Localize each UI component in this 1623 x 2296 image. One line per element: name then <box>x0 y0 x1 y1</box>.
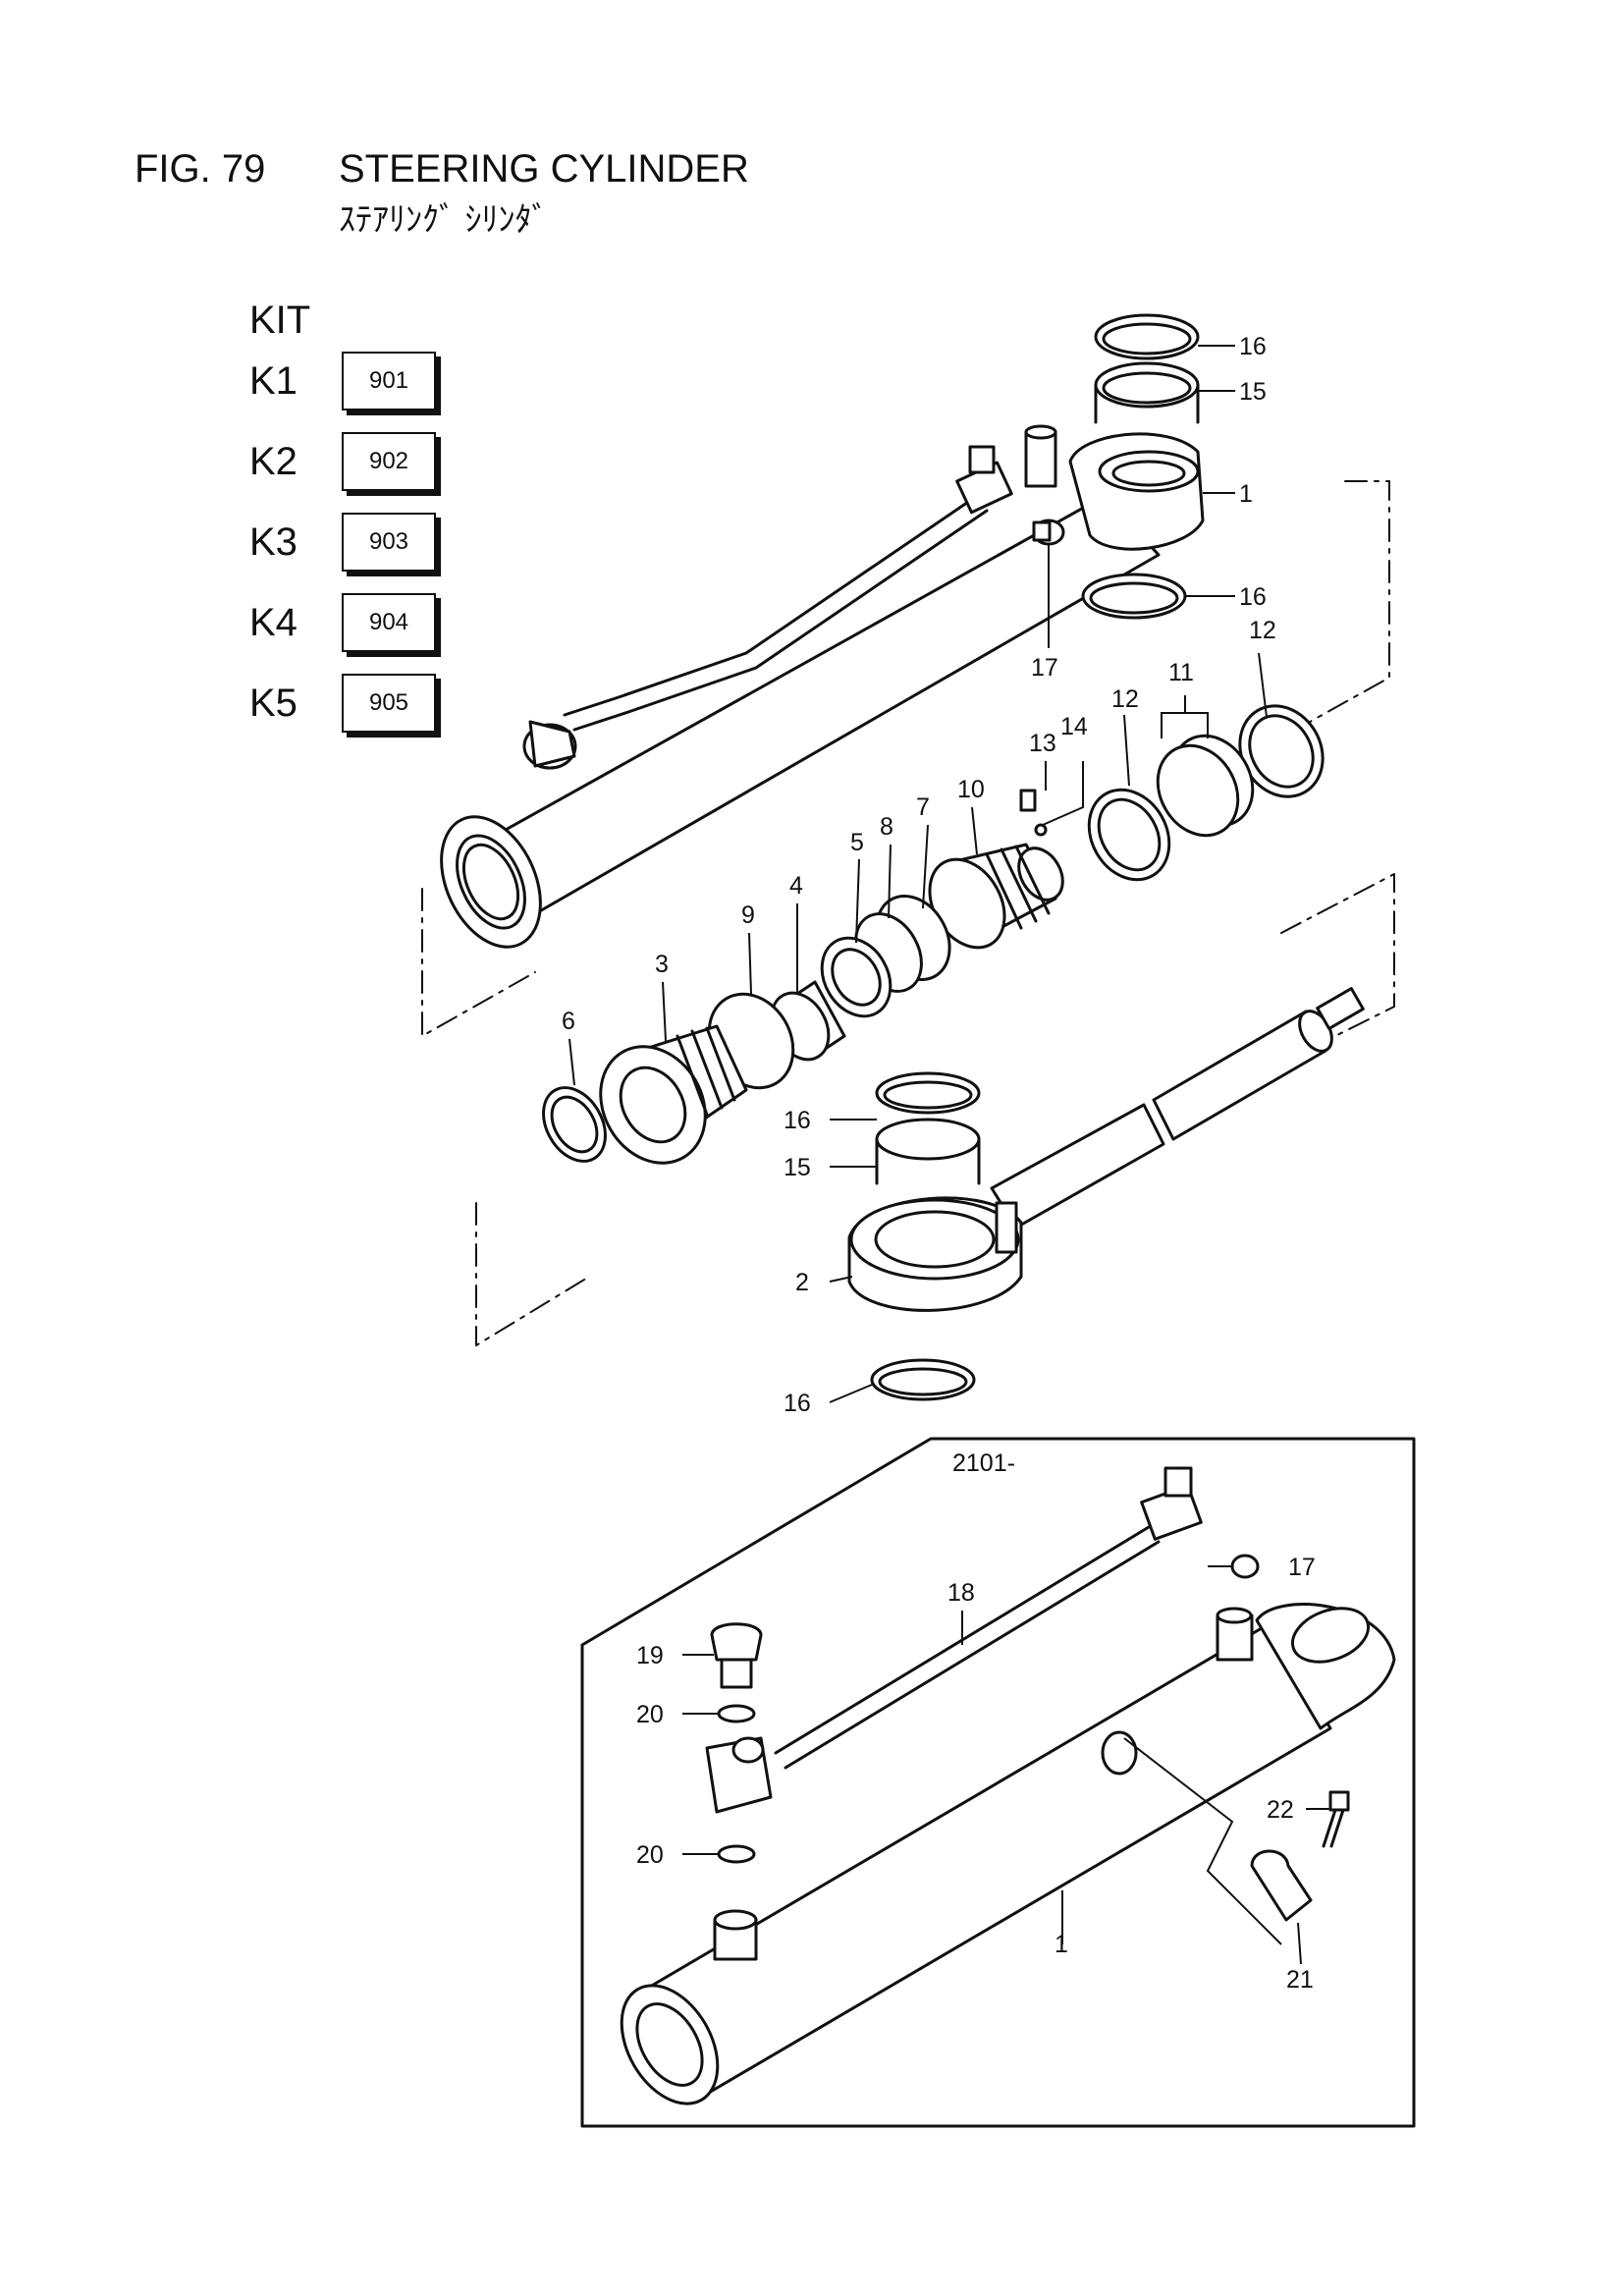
gland-3 <box>599 1024 748 1165</box>
callout-1: 1 <box>1239 480 1253 508</box>
inset-grease-boss <box>1101 1730 1138 1776</box>
callout-21: 21 <box>1286 1966 1314 1994</box>
callout-10: 10 <box>957 776 985 803</box>
seal-11 <box>1156 734 1255 838</box>
bushing-15-rod <box>875 1118 981 1185</box>
wiper-6 <box>542 1086 607 1163</box>
callout-19: 19 <box>636 1642 664 1669</box>
seal-16-lower <box>1081 573 1187 620</box>
kit-row: K2 902 <box>245 430 461 499</box>
wear-ring-12-right <box>1238 704 1325 798</box>
callout-16: 16 <box>1239 583 1267 611</box>
cylinder-head-eye <box>1068 432 1205 551</box>
plug-17 <box>1032 519 1065 546</box>
callout-17: 17 <box>1031 654 1058 682</box>
inset-cylinder-tube <box>620 1623 1332 2105</box>
kit-label: K2 <box>249 440 298 483</box>
bolt-22 <box>1322 1790 1350 1848</box>
set-screw-13 <box>1019 789 1037 812</box>
callout-18: 18 <box>947 1579 975 1607</box>
callout-5: 5 <box>850 829 864 856</box>
o-ring-20-bottom <box>717 1844 756 1864</box>
callout-20: 20 <box>636 1701 664 1728</box>
ball-14 <box>1034 823 1048 837</box>
callout-1: 1 <box>1055 1931 1068 1958</box>
kit-code-box: 904 <box>342 593 436 652</box>
callout-14: 14 <box>1060 713 1088 740</box>
kit-heading: KIT <box>249 299 311 342</box>
callout-20: 20 <box>636 1841 664 1869</box>
inset-lower-port <box>713 1909 758 1961</box>
seal-16-top <box>1094 313 1200 360</box>
kit-code-box: 905 <box>342 674 436 733</box>
inset-head-eye <box>1255 1603 1396 1730</box>
callout-12: 12 <box>1249 617 1276 644</box>
kit-code-box: 901 <box>342 352 436 410</box>
figure-header: FIG. 79 STEERING CYLINDER ｽﾃｱﾘﾝｸﾞ ｼﾘﾝﾀﾞ <box>0 0 1623 255</box>
callout-7: 7 <box>916 793 930 821</box>
kit-row: K4 904 <box>245 591 461 660</box>
seal-16-rod-top <box>875 1071 981 1115</box>
kit-code-box: 902 <box>342 432 436 491</box>
callout-2: 2 <box>795 1269 809 1296</box>
o-ring-20-top <box>717 1704 756 1723</box>
plug-19 <box>710 1622 763 1689</box>
inset-port-boss <box>1216 1607 1254 1662</box>
callout-12: 12 <box>1111 685 1139 713</box>
callout-17: 17 <box>1288 1554 1316 1581</box>
callout-6: 6 <box>562 1008 575 1035</box>
figure-title: STEERING CYLINDER <box>339 147 749 191</box>
kit-row: K3 903 <box>245 511 461 579</box>
inset-frame <box>580 1437 1416 2128</box>
piston-10 <box>928 843 1064 950</box>
callout-16: 16 <box>784 1107 811 1134</box>
callout-8: 8 <box>880 813 893 841</box>
figure-subtitle-katakana: ｽﾃｱﾘﾝｸﾞ ｼﾘﾝﾀﾞ <box>339 201 549 239</box>
callout-15: 15 <box>784 1154 811 1181</box>
kit-label: K4 <box>249 601 298 644</box>
kit-code-box: 903 <box>342 513 436 572</box>
callout-22: 22 <box>1267 1796 1294 1824</box>
bushing-15-top <box>1094 361 1200 424</box>
rod-eye-2 <box>847 1196 1023 1312</box>
plug-17-inset <box>1230 1554 1260 1579</box>
figure-number: FIG. 79 <box>135 147 266 191</box>
clamp-21 <box>1250 1849 1313 1922</box>
inset-elbow-block <box>705 1736 773 1814</box>
callout-11: 11 <box>1168 659 1194 686</box>
callout-4: 4 <box>789 872 803 900</box>
kit-label: K1 <box>249 359 298 403</box>
kit-row: K1 901 <box>245 350 461 418</box>
hydraulic-tube <box>563 494 989 732</box>
port-block <box>955 424 1057 515</box>
inset-serial-label: 2101- <box>952 1449 1015 1477</box>
cylinder-tube <box>440 494 1161 949</box>
ring-5 <box>820 936 893 1018</box>
seal-16-rod-bottom <box>870 1358 976 1401</box>
callout-15: 15 <box>1239 378 1267 406</box>
inset-block-fitting <box>1140 1466 1203 1541</box>
wear-ring-12-left <box>1087 788 1171 882</box>
tube-elbow-fitting <box>522 720 577 770</box>
piston-rod <box>990 987 1365 1230</box>
kit-label: K3 <box>249 520 298 564</box>
callout-16: 16 <box>1239 333 1267 360</box>
callout-9: 9 <box>741 902 755 929</box>
callout-3: 3 <box>655 951 669 978</box>
kit-label: K5 <box>249 682 298 725</box>
callout-13: 13 <box>1029 730 1056 757</box>
callout-16: 16 <box>784 1390 811 1417</box>
kit-legend: KIT K1 901 K2 902 K3 903 K4 904 K5 905 <box>245 295 461 746</box>
kit-row: K5 905 <box>245 672 461 740</box>
